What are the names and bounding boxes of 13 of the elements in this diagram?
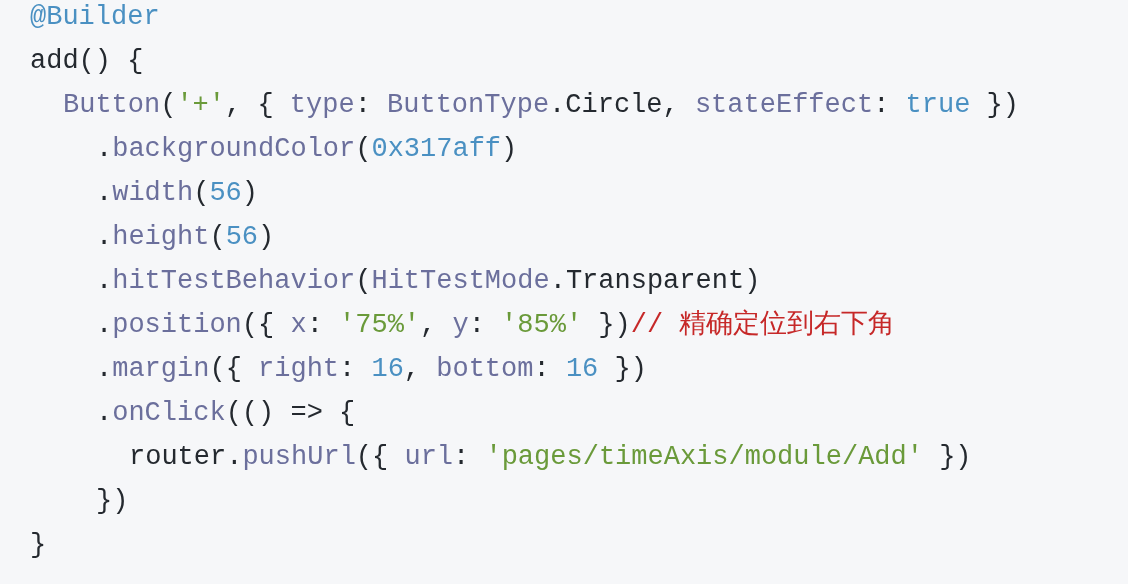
code-line: .onClick(() => {	[95, 397, 356, 430]
code-line: }	[30, 529, 47, 562]
code-line: .width(56)	[95, 177, 259, 210]
code-line: @Builder	[30, 1, 160, 34]
code-line: .backgroundColor(0x317aff)	[95, 133, 518, 166]
code-line: .hitTestBehavior(HitTestMode.Transparent)	[95, 265, 761, 298]
code-line: add() {	[30, 45, 144, 78]
code-line: })	[95, 485, 129, 518]
code-line: .height(56)	[95, 221, 275, 254]
code-line: .margin({ right: 16, bottom: 16 })	[95, 353, 647, 386]
code-line: router.pushUrl({ url: 'pages/timeAxis/module/Add' })	[128, 441, 972, 474]
code-line: Button('+', { type: ButtonType.Circle, stateEffect: true })	[62, 89, 1019, 122]
code-line: .position({ x: '75%', y: '85%' })// 精确定位到右下角	[95, 308, 896, 342]
